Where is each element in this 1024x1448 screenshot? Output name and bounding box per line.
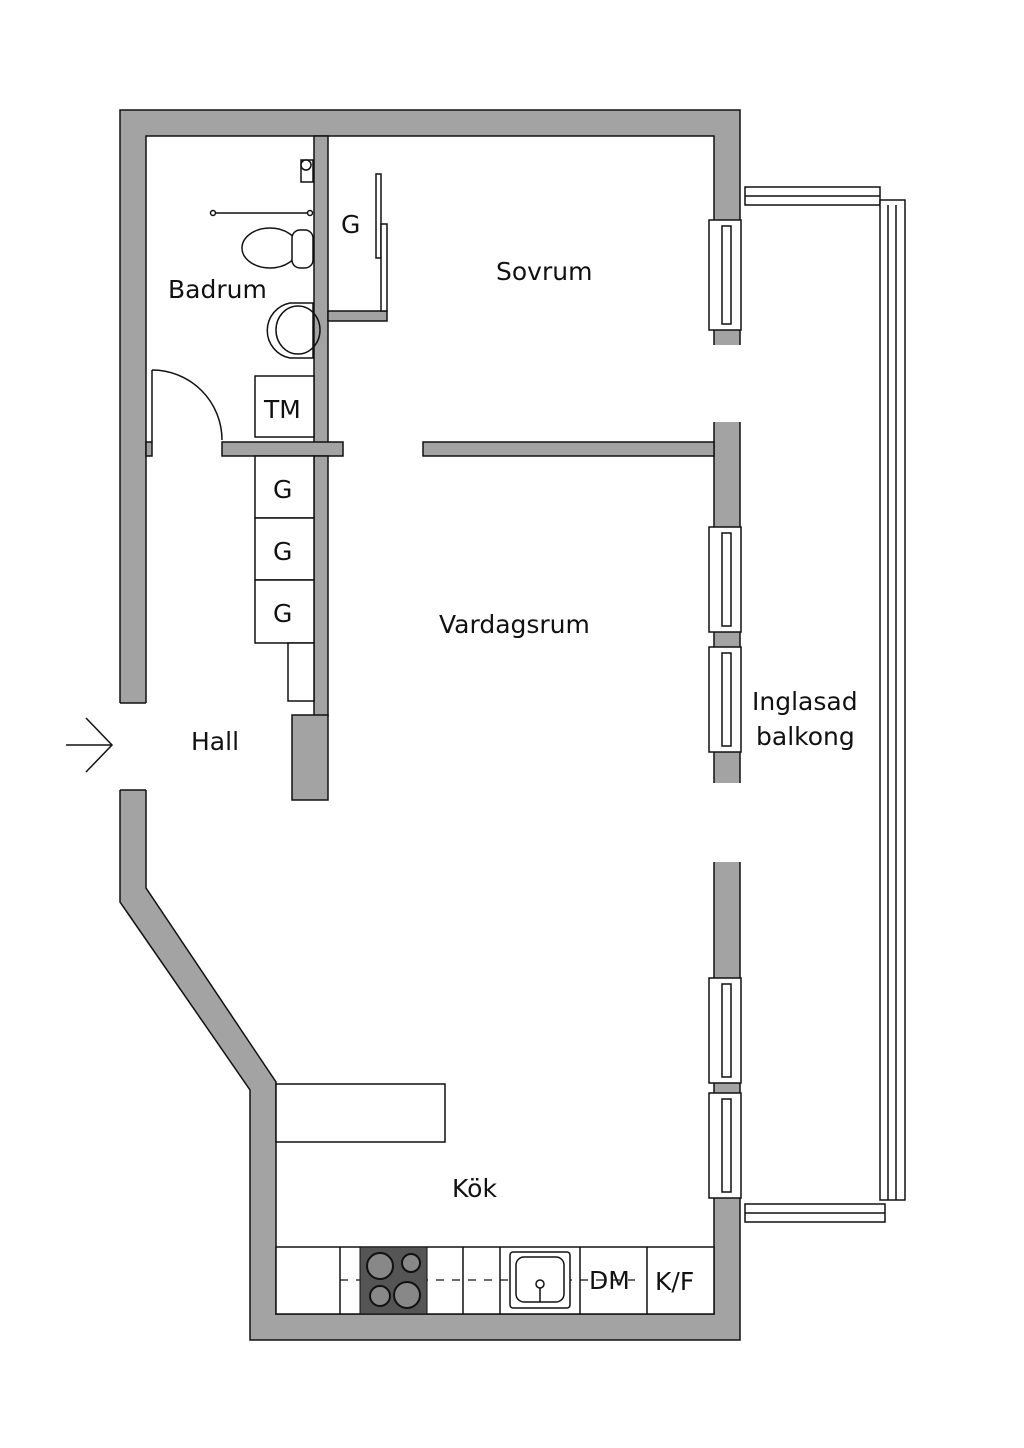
dishwasher-label: DM [589, 1266, 630, 1295]
washing-machine-label: TM [263, 395, 301, 424]
kitchen-fixtures [275, 1083, 715, 1315]
room-label-hall: Hall [191, 727, 239, 756]
room-label-bedroom: Sovrum [496, 257, 592, 286]
toilet-icon [241, 227, 314, 269]
kitchen-sink-icon [509, 1251, 571, 1309]
counter [275, 1246, 715, 1315]
shower-icon [300, 159, 314, 183]
room-label-balcony-2: balkong [756, 722, 855, 751]
entrance-arrow-icon [66, 717, 114, 773]
wardrobe-label: G [273, 537, 292, 566]
bathroom-fixtures [151, 159, 321, 442]
wardrobe-label: G [273, 599, 292, 628]
glazed-balcony [744, 186, 906, 1223]
kitchen-island [275, 1083, 446, 1143]
room-label-living: Vardagsrum [439, 610, 590, 639]
entrance-opening[interactable] [119, 703, 147, 790]
room-label-bathroom: Badrum [168, 275, 267, 304]
sink-icon [266, 302, 321, 359]
fridge-freezer-label: K/F [655, 1267, 694, 1296]
bathroom-door-swing [151, 369, 223, 441]
interior-walls [145, 135, 715, 801]
windows [708, 219, 742, 1199]
stove-icon [359, 1246, 428, 1315]
wardrobe-label: G [273, 475, 292, 504]
room-label-balcony-1: Inglasad [752, 687, 858, 716]
room-label-kitchen: Kök [452, 1174, 497, 1203]
wardrobes [254, 173, 388, 702]
wardrobe-label: G [341, 210, 360, 239]
